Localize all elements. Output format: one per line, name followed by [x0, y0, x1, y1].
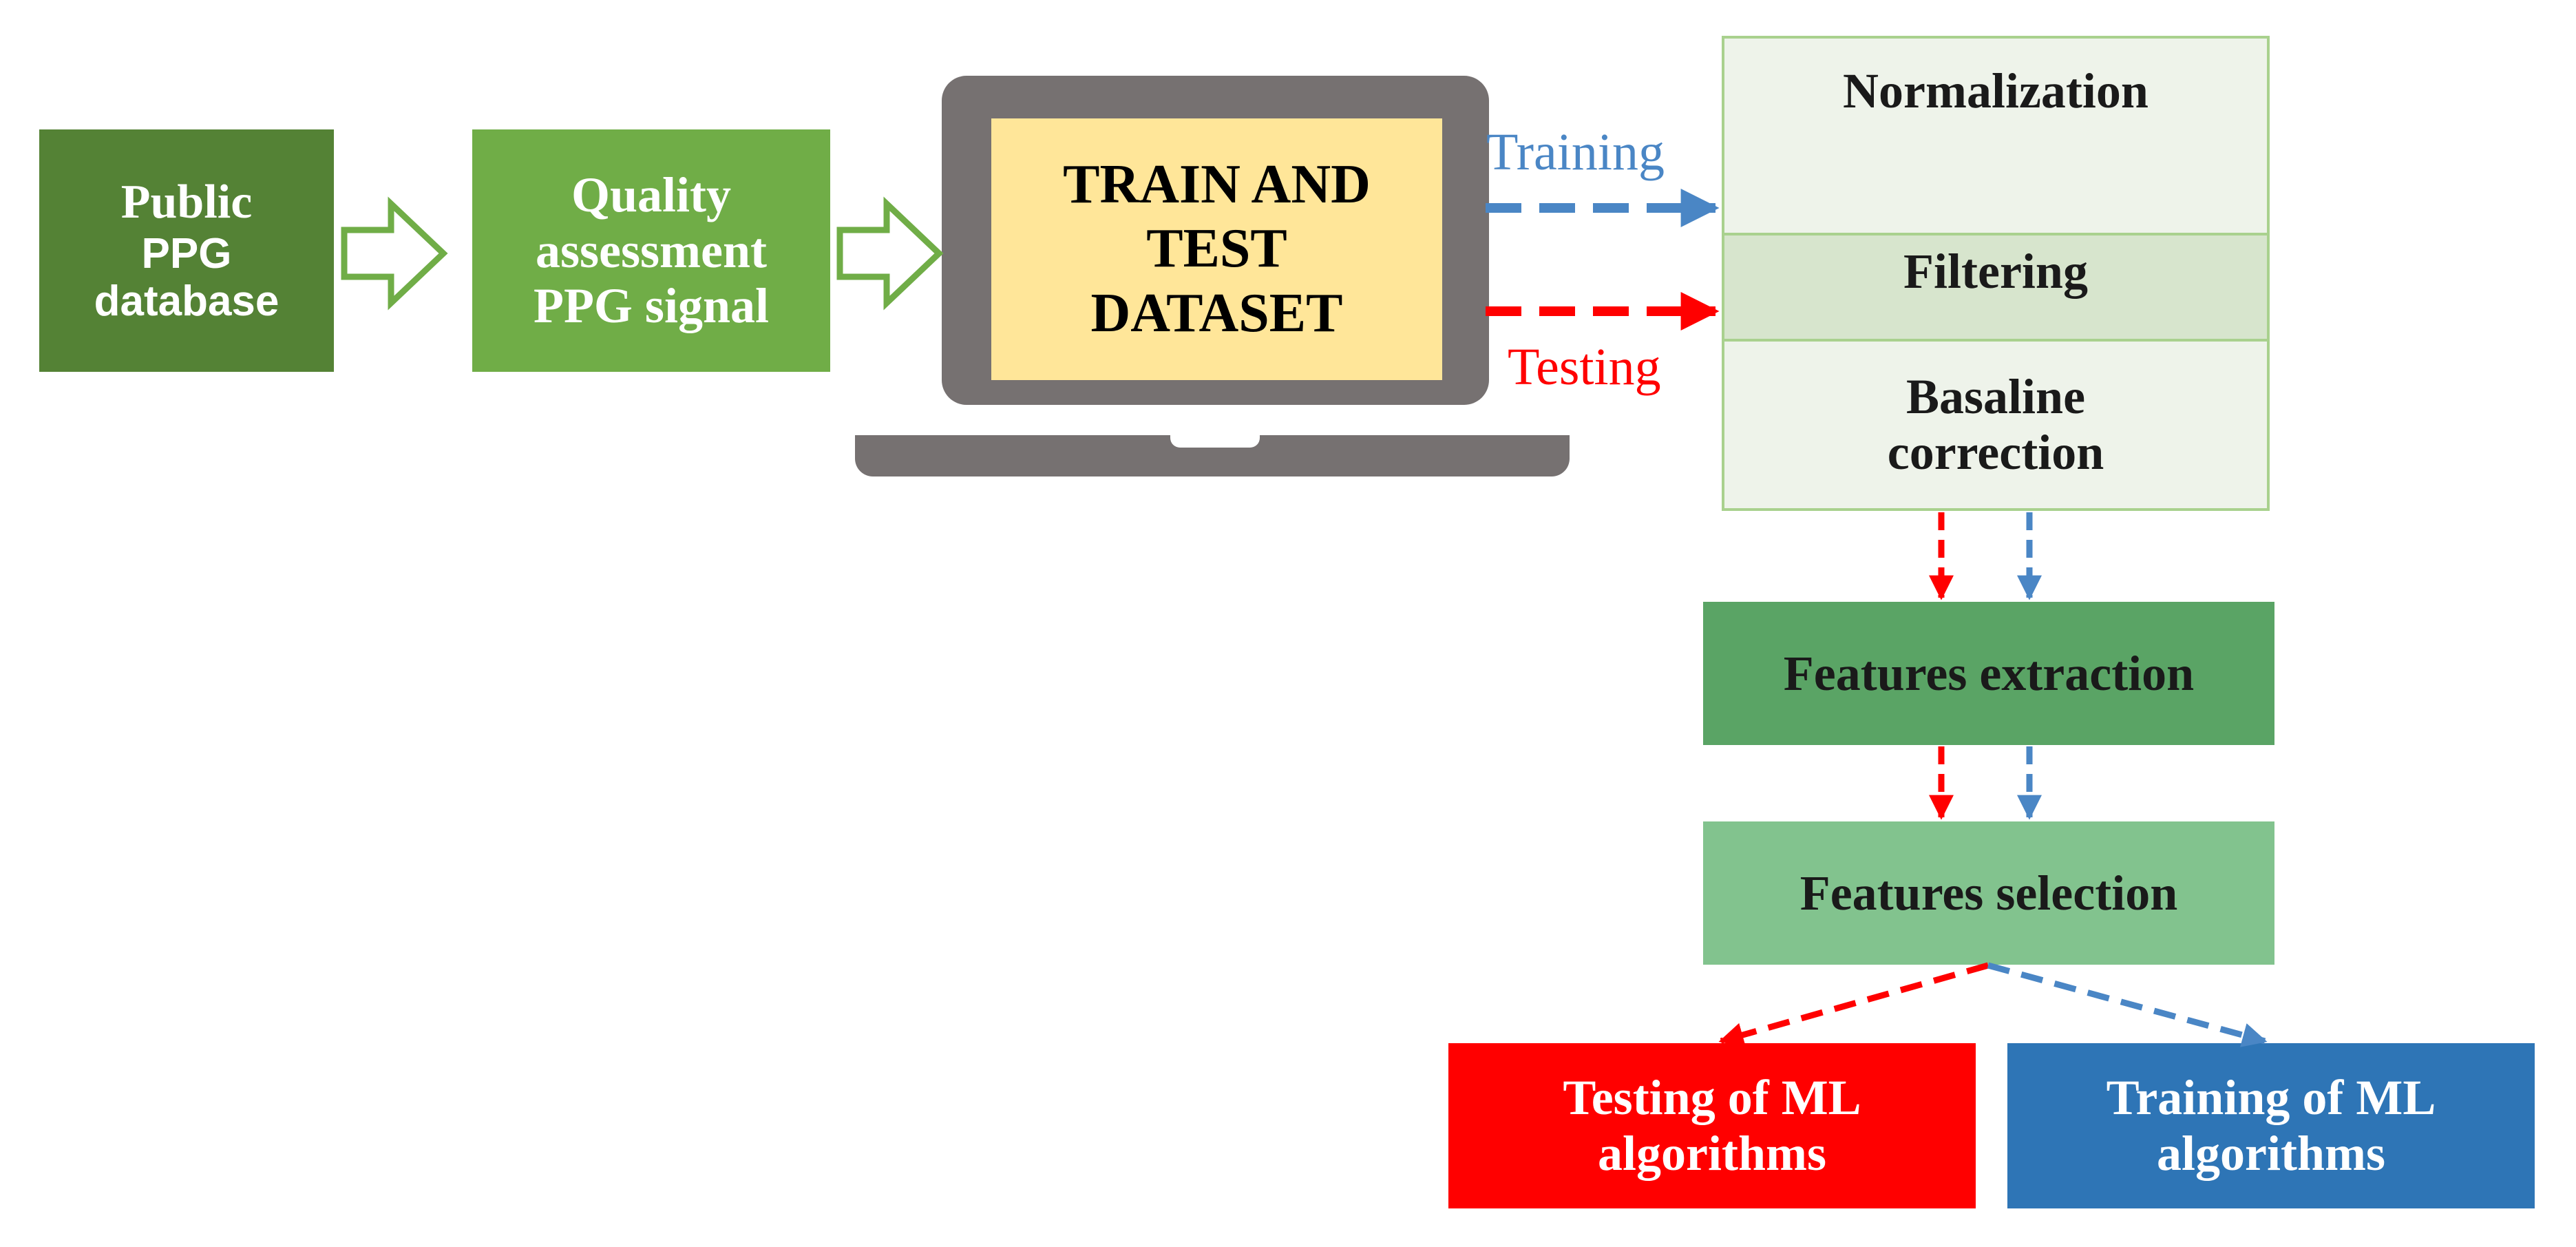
testing-ml-line2: algorithms: [1598, 1126, 1826, 1181]
training-ml-line1: Training of ML: [2106, 1070, 2436, 1126]
quality-line1: Quality: [571, 167, 732, 223]
hollow-arrow-db-to-quality: [341, 196, 448, 311]
public-ppg-database-box: Public PPG database: [39, 129, 334, 372]
train-test-dataset-box: TRAIN AND TEST DATASET: [991, 118, 1442, 380]
quality-line2: assessment: [536, 222, 767, 278]
hollow-arrow-quality-to-dataset: [836, 196, 944, 311]
training-edge-label: Training: [1486, 123, 1665, 181]
arrow-blue-to-training-ml: [1987, 962, 2268, 1047]
filtering-label: Filtering: [1903, 244, 2088, 300]
filtering-box: Filtering: [1722, 233, 2270, 342]
public-db-line1: Public: [120, 176, 253, 229]
dataset-line2: TEST: [1146, 218, 1287, 280]
features-extraction-box: Features extraction: [1703, 602, 2274, 745]
dataset-line3: DATASET: [1090, 282, 1343, 344]
training-ml-box: Training of ML algorithms: [2007, 1043, 2535, 1208]
quality-assessment-box: Quality assessment PPG signal: [472, 129, 830, 372]
selection-label: Features selection: [1799, 865, 2178, 921]
baseline-correction-box: Basaline correction: [1722, 339, 2270, 511]
baseline-line2: correction: [1887, 425, 2104, 480]
normalization-box: Normalization: [1722, 36, 2270, 235]
training-ml-line2: algorithms: [2157, 1126, 2385, 1181]
public-db-line2: PPG: [141, 229, 232, 277]
features-selection-box: Features selection: [1703, 821, 2274, 965]
arrow-red-to-testing-ml: [1718, 962, 1989, 1047]
testing-ml-line1: Testing of ML: [1563, 1070, 1861, 1126]
testing-edge-label: Testing: [1508, 338, 1661, 396]
laptop-notch: [1170, 435, 1260, 448]
extraction-label: Features extraction: [1783, 645, 2195, 701]
normalization-label: Normalization: [1843, 63, 2149, 118]
testing-ml-box: Testing of ML algorithms: [1448, 1043, 1976, 1208]
quality-line3: PPG signal: [533, 278, 770, 334]
baseline-line1: Basaline: [1905, 369, 2086, 425]
public-db-line3: database: [94, 277, 279, 326]
dataset-line1: TRAIN AND: [1063, 154, 1371, 215]
